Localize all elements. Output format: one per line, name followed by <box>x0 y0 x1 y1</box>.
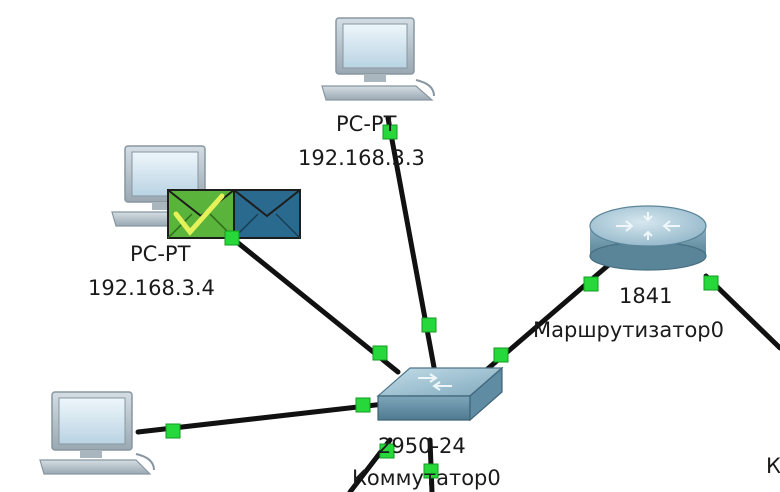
port-light <box>421 317 437 333</box>
pdu-envelope-success[interactable] <box>167 189 235 239</box>
router-name-label: Маршрутизатор0 <box>533 318 724 342</box>
pc-icon <box>39 391 155 475</box>
pc-top-ip-label: 192.168.3.3 <box>298 146 425 170</box>
port-light <box>703 275 719 291</box>
pc-left-model-label: PC-PT <box>130 242 191 266</box>
port-light <box>372 345 388 361</box>
pc-top-model-label: PC-PT <box>336 112 397 136</box>
port-indicators <box>165 124 719 479</box>
router-device[interactable] <box>589 205 707 271</box>
pdu-envelope-transit[interactable] <box>233 189 301 239</box>
router-model-label: 1841 <box>619 284 673 308</box>
router-icon <box>589 205 707 271</box>
port-light <box>355 397 371 413</box>
port-light <box>382 124 398 140</box>
port-light <box>224 230 240 246</box>
port-light <box>423 463 439 479</box>
partial-device-label: К <box>766 454 780 478</box>
pc-left-ip-label: 192.168.3.4 <box>88 276 215 300</box>
port-light <box>379 443 395 459</box>
pc-icon <box>111 145 224 227</box>
envelope-check-icon <box>167 189 235 239</box>
pc-icon <box>321 17 435 101</box>
pc-top-device[interactable] <box>321 17 435 101</box>
port-light <box>583 276 599 292</box>
switch-device[interactable] <box>376 366 504 422</box>
switch-icon <box>376 366 504 422</box>
port-light <box>493 347 509 363</box>
link-pc-top-switch[interactable] <box>385 115 439 381</box>
switch-model-label: 2950-24 <box>378 434 466 458</box>
port-light <box>165 423 181 439</box>
pc-bottom-device[interactable] <box>39 391 155 475</box>
link-pc-left-switch[interactable] <box>219 227 401 375</box>
envelope-icon <box>233 189 301 239</box>
switch-name-label: Коммутатор0 <box>352 466 501 490</box>
pc-left-device[interactable] <box>111 145 224 227</box>
